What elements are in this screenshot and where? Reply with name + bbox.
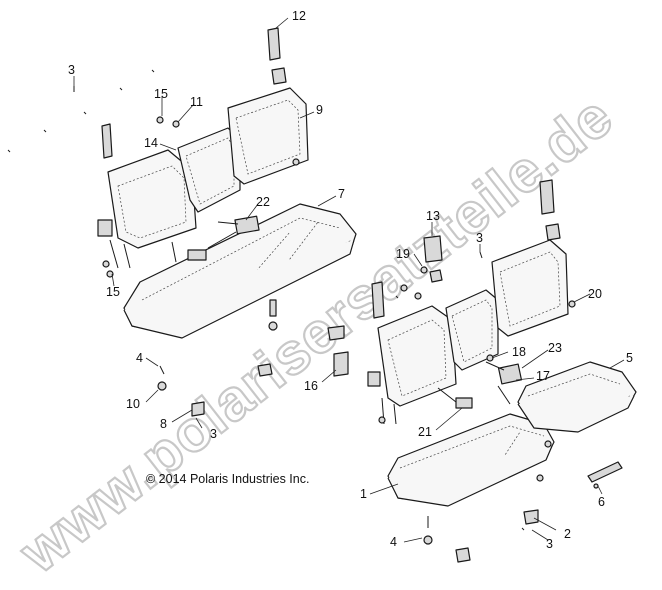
callout-10: 10: [126, 397, 140, 411]
callout-22: 22: [256, 195, 270, 209]
callout-8: 8: [160, 417, 167, 431]
callout-2: 2: [564, 527, 571, 541]
hardware-left: [157, 299, 349, 417]
callout-5: 5: [626, 351, 633, 365]
leader-lines: [73, 17, 625, 543]
rear-seat-cushion: [123, 203, 357, 339]
copyright-notice: © 2014 Polaris Industries Inc.: [146, 472, 309, 486]
front-seat-cushion: [387, 413, 555, 507]
callout-17: 17: [536, 369, 550, 383]
callout-3b: 3: [210, 427, 217, 441]
callout-6: 6: [598, 495, 605, 509]
callout-21: 21: [418, 425, 432, 439]
callout-23: 23: [548, 341, 562, 355]
callout-14: 14: [144, 136, 158, 150]
front-seat-backrest-assembly: [367, 179, 576, 425]
bracket-6: [587, 461, 623, 489]
callout-9: 9: [316, 103, 323, 117]
callout-13: 13: [426, 209, 440, 223]
callout-3: 3: [68, 63, 75, 77]
callout-3c: 3: [476, 231, 483, 245]
callout-11: 11: [190, 95, 203, 109]
rear-seat-backrest-assembly: [7, 27, 309, 278]
callout-15: 15: [154, 87, 168, 101]
callout-4: 4: [136, 351, 143, 365]
callout-labels: 12 3 15 11 9 14 7 22 15 4 10 8 3 16 13 3…: [68, 9, 633, 551]
hardware-right: [423, 440, 552, 563]
callout-12: 12: [292, 9, 306, 23]
callout-4b: 4: [390, 535, 397, 549]
callout-19: 19: [396, 247, 410, 261]
callout-3d: 3: [546, 537, 553, 551]
callout-16: 16: [304, 379, 318, 393]
callout-1: 1: [360, 487, 367, 501]
seat-belt-buckle-22: [171, 215, 260, 263]
seat-belt-buckle-23: [437, 354, 523, 409]
clip-13: [420, 235, 443, 283]
callout-18: 18: [512, 345, 526, 359]
front-seat-cushion-5: [517, 361, 637, 433]
callout-7: 7: [338, 187, 345, 201]
callout-20: 20: [588, 287, 602, 301]
callout-15b: 15: [106, 285, 120, 299]
